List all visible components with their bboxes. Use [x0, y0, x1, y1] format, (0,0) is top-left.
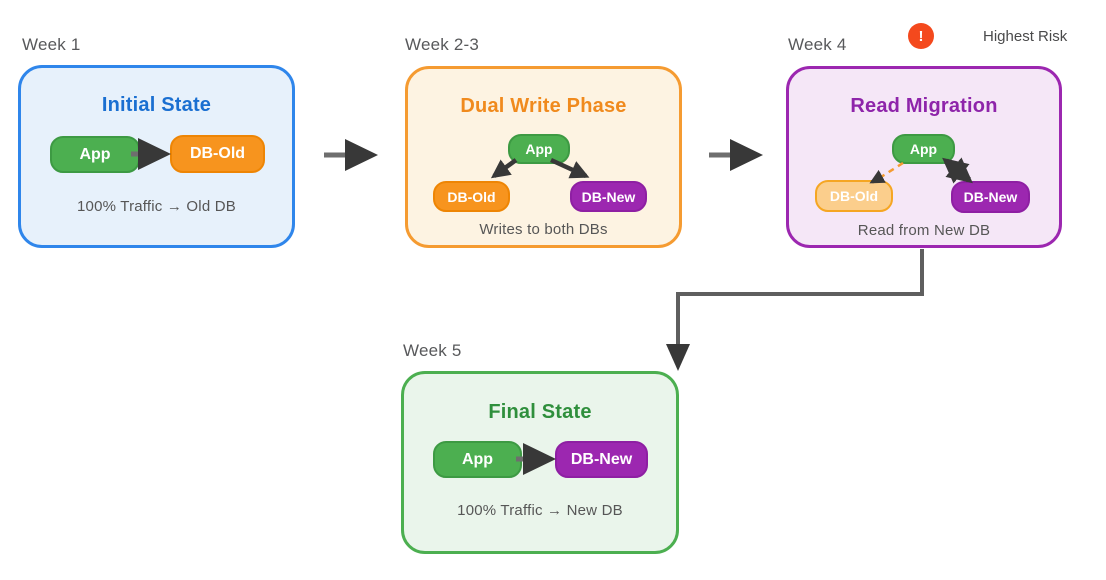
week-label-4: Week 5: [403, 341, 462, 360]
week-label-2: Week 2-3: [405, 35, 480, 54]
node-db-old-phase2: DB-Old: [433, 181, 510, 212]
arrow-phase1-to-phase2: [324, 139, 378, 171]
node-db-new-phase3: DB-New: [951, 181, 1030, 213]
phase-caption-initial-state: 100% Traffic → Old DB: [77, 198, 236, 215]
node-db-old-phase1: DB-Old: [170, 135, 265, 173]
phase-caption-dual-write: Writes to both DBs: [479, 221, 608, 238]
warning-exclamation: !: [918, 27, 924, 45]
highest-risk-label: Highest Risk: [983, 28, 1068, 45]
node-db-new-phase4: DB-New: [555, 441, 648, 478]
phase-caption-final-state: 100% Traffic → New DB: [457, 502, 623, 519]
node-db-new-phase2: DB-New: [570, 181, 647, 212]
arrow-phase2-to-phase3: [709, 139, 763, 171]
warning-icon: !: [908, 23, 934, 49]
node-app-phase3: App: [892, 134, 955, 164]
week-label-1: Week 1: [22, 35, 81, 54]
phase-title-dual-write: Dual Write Phase: [460, 95, 627, 117]
node-app-phase1: App: [50, 136, 140, 173]
phase-title-read-migration: Read Migration: [850, 95, 998, 117]
node-db-old-phase3-faded: DB-Old: [815, 180, 893, 212]
node-app-phase4: App: [433, 441, 522, 478]
phase-title-initial-state: Initial State: [101, 94, 212, 116]
arrow-phase3-to-phase4: [666, 249, 924, 371]
node-app-phase2: App: [508, 134, 570, 164]
phase-caption-read-migration: Read from New DB: [857, 222, 991, 239]
week-label-3: Week 4: [788, 35, 847, 54]
phase-title-final-state: Final State: [488, 401, 592, 423]
